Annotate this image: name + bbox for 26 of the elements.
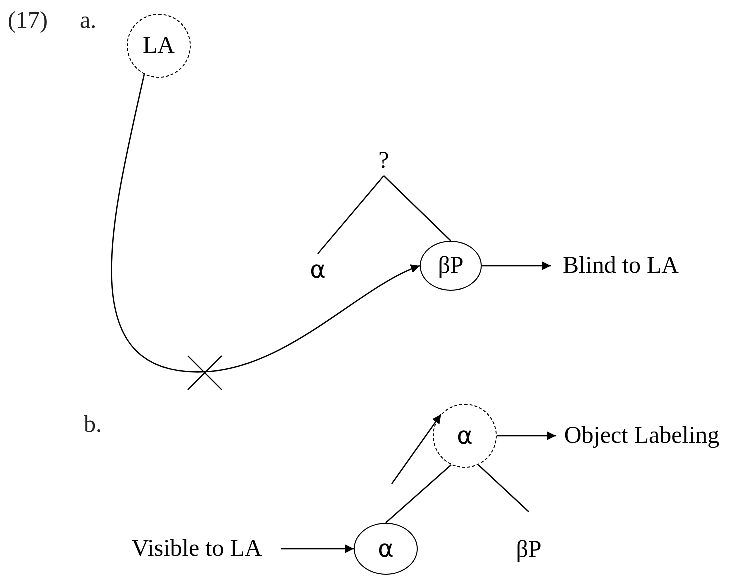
node-label: α bbox=[378, 537, 394, 561]
node-label: LA bbox=[143, 34, 175, 58]
tree-branch-line bbox=[478, 464, 530, 512]
dashed-circle bbox=[127, 14, 191, 78]
arrow bbox=[482, 262, 551, 270]
arrow bbox=[281, 544, 354, 554]
example-label: a. bbox=[80, 8, 97, 35]
node-label: βP bbox=[438, 254, 464, 278]
node-label: βP bbox=[507, 512, 551, 564]
node-label: Blind to LA bbox=[551, 250, 691, 282]
tree-branch-line bbox=[384, 176, 452, 242]
node-label: α bbox=[303, 254, 333, 286]
node-label: Visible to LA bbox=[113, 532, 281, 566]
arrow bbox=[111, 74, 420, 373]
ellipse bbox=[420, 241, 482, 291]
ellipse bbox=[354, 523, 418, 575]
node-label: α bbox=[457, 424, 473, 448]
tree-branch-line bbox=[318, 176, 384, 254]
arrow bbox=[391, 414, 442, 484]
arrow bbox=[497, 432, 556, 440]
tree-branch-line bbox=[386, 464, 452, 524]
node-label: Object Labeling bbox=[556, 418, 728, 454]
dashed-circle bbox=[433, 404, 497, 468]
example-label: (17) bbox=[8, 8, 48, 35]
example-label: b. bbox=[84, 412, 102, 439]
node-label: ? bbox=[374, 146, 394, 176]
